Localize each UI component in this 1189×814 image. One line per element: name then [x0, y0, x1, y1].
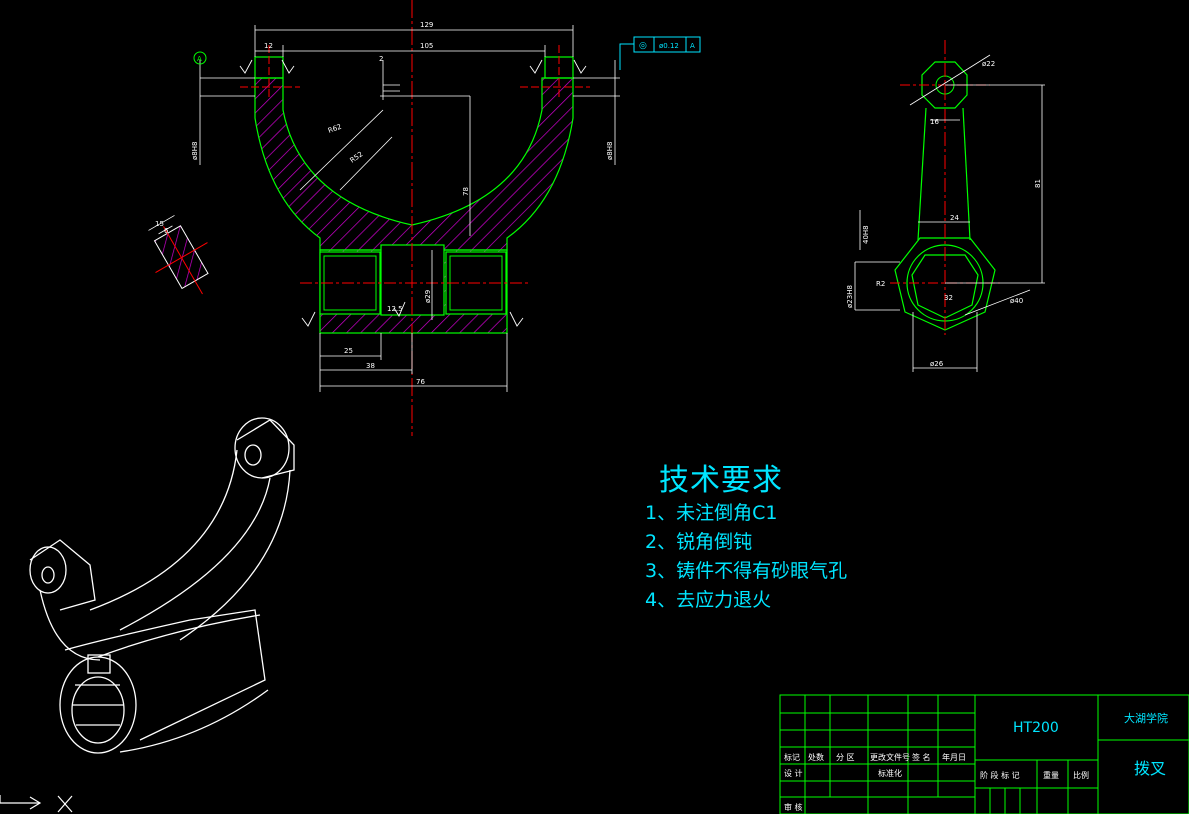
dim-76: 76	[416, 378, 425, 386]
dim-r52: R52	[349, 150, 365, 164]
side-dim-bore-small: R2	[876, 280, 885, 288]
tb-label-scale: 比例	[1073, 770, 1089, 780]
tb-label-stage: 阶 段 标 记	[980, 770, 1020, 780]
technical-requirements: 技术要求 1、未注倒角C1 2、锐角倒钝 3、铸件不得有砂眼气孔 4、去应力退火	[645, 455, 847, 615]
dim-25: 25	[344, 347, 353, 355]
tb-label-design: 设 计	[784, 768, 803, 778]
fork-section-hatch	[254, 77, 574, 251]
dim-r62: R62	[327, 123, 343, 135]
side-dim-top-dia: ø22	[982, 60, 995, 68]
tolerance-symbol: ◎	[639, 41, 647, 51]
isometric-view	[29, 417, 295, 754]
title-block-school: 大湖学院	[1124, 711, 1168, 725]
dim-2: 2	[379, 55, 383, 63]
side-dim-bore: 32	[944, 294, 953, 302]
title-block-material: HT200	[1013, 720, 1059, 736]
side-dim-outer-dia: ø40	[1010, 297, 1023, 305]
dim-12-5: 12.5	[387, 305, 403, 313]
dim-78: 78	[462, 187, 470, 196]
tb-label-sign: 签 名	[912, 752, 931, 762]
side-dim-length: 81	[1034, 179, 1042, 188]
section-detail	[148, 215, 209, 295]
side-view	[854, 40, 1045, 372]
tolerance-value: ø0.12	[659, 42, 679, 50]
side-dim-left-2: ø23H8	[846, 285, 854, 308]
side-dim-mid-width: 24	[950, 214, 959, 222]
side-dim-left-1: 40H8	[862, 225, 870, 244]
section-dim-a: 15	[155, 220, 164, 228]
tb-label-date: 年月日	[942, 752, 966, 762]
requirement-item-1: 1、未注倒角C1	[645, 502, 778, 524]
dim-105: 105	[420, 42, 433, 50]
dim-lug-hole-right: ø8H8	[606, 142, 614, 160]
tb-label-review: 审 核	[784, 802, 803, 812]
front-view	[193, 0, 701, 436]
side-dim-bottom-dia: ø26	[930, 360, 944, 368]
requirement-item-2: 2、锐角倒钝	[645, 531, 753, 553]
tolerance-datum: A	[690, 42, 695, 50]
tb-label-mark: 标记	[784, 752, 800, 762]
tb-label-weight: 重量	[1043, 770, 1059, 780]
tb-label-standard: 标准化	[878, 768, 902, 778]
requirement-item-3: 3、铸件不得有砂眼气孔	[645, 560, 848, 582]
dim-lug-hole-left: ø8H8	[191, 142, 199, 160]
dim-bore-29: ø29	[424, 290, 432, 303]
title-block	[779, 694, 1189, 814]
tb-label-zone: 分 区	[836, 753, 855, 762]
title-block-part-name: 拨叉	[1134, 759, 1166, 778]
tb-label-count: 处数	[808, 752, 824, 762]
technical-requirements-title: 技术要求	[659, 463, 783, 498]
tb-label-change: 更改文件号	[870, 752, 910, 762]
requirement-item-4: 4、去应力退火	[645, 589, 772, 611]
dim-38: 38	[366, 362, 375, 370]
side-dim-top-width: 16	[930, 118, 939, 126]
dim-12: 12	[264, 42, 273, 50]
section-dim-b: 6	[164, 227, 169, 235]
dim-129: 129	[420, 21, 433, 29]
datum-label: A	[197, 55, 202, 63]
ucs-axis-icon	[0, 795, 73, 813]
